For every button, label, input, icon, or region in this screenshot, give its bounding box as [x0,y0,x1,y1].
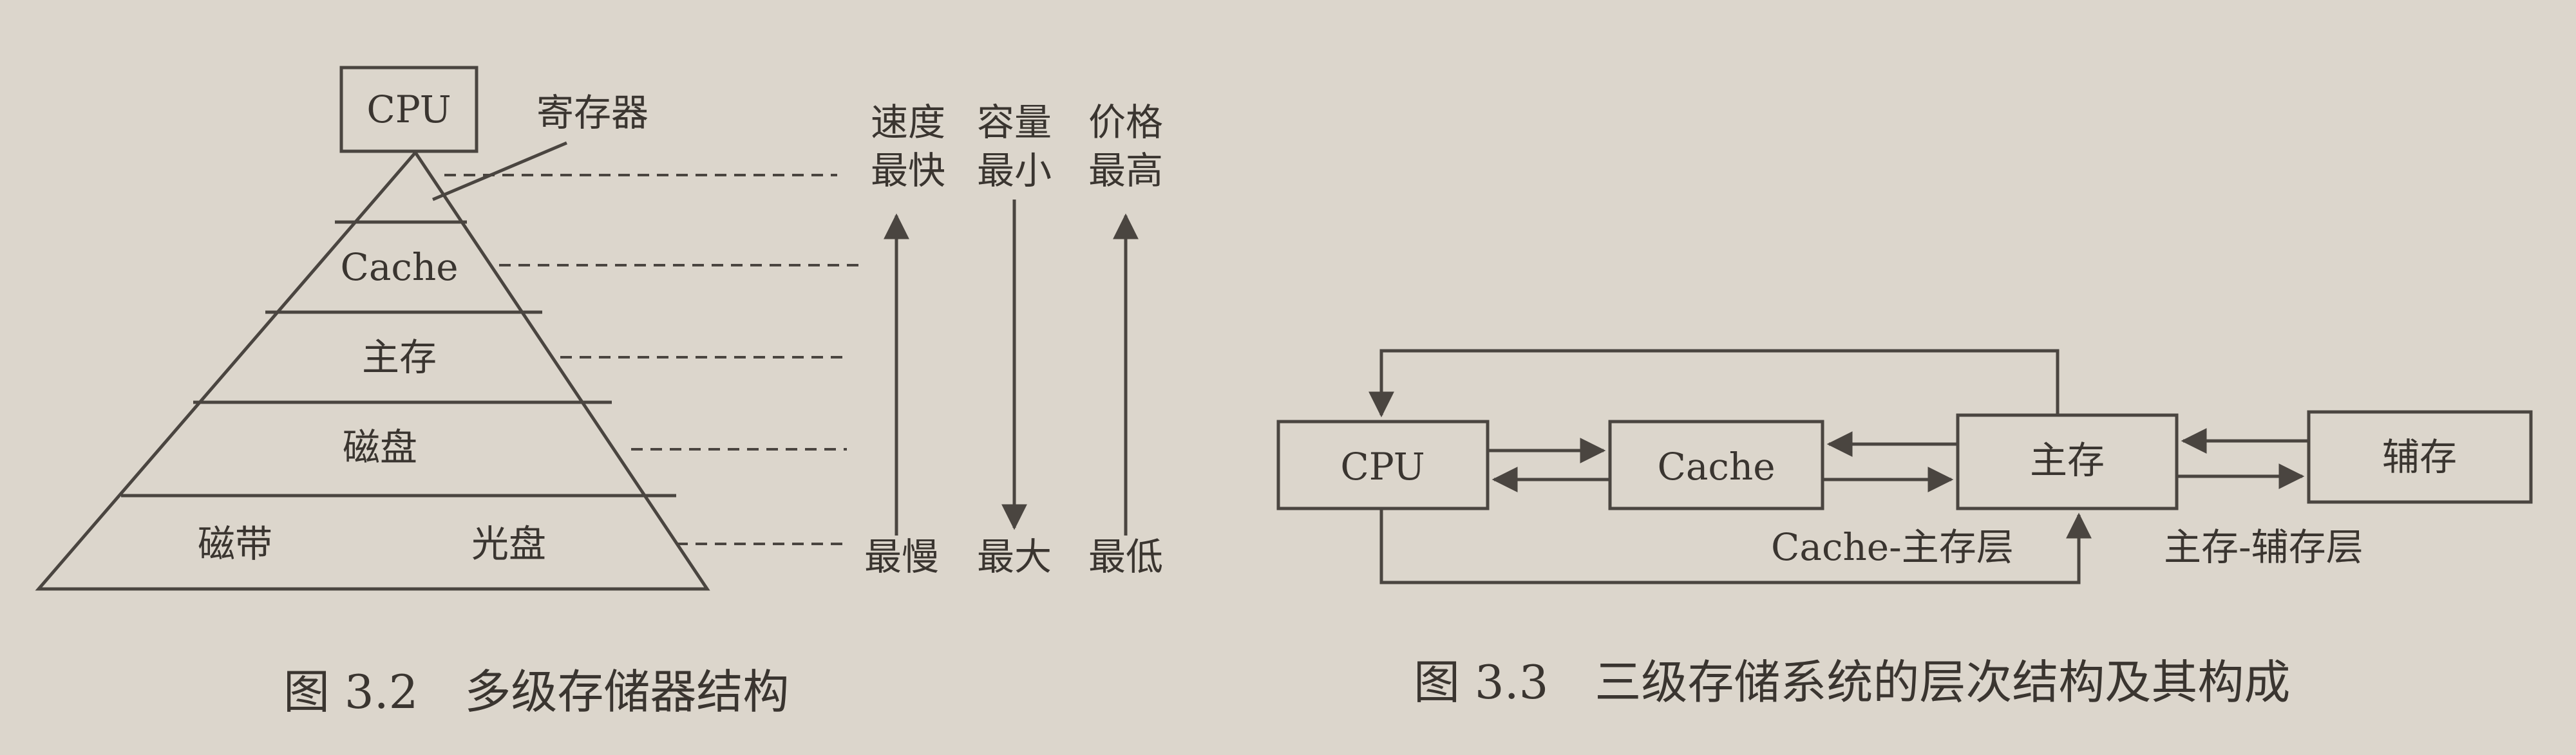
main-aux-layer-label: 主存-辅存层 [2164,525,2363,569]
pyramid-cpu-box [339,66,478,153]
capacity-bottom: 最大 [977,535,1052,579]
speed-top: 最快 [871,149,945,192]
speed-bottom: 最慢 [864,535,939,579]
capacity-top: 最小 [977,149,1052,192]
figure-3-3-caption: 图 3.3 三级存储系统的层次结构及其构成 [1414,655,2290,709]
price-title: 价格 [1088,100,1163,144]
aux-storage-box-label: 辅存 [2382,435,2457,479]
storage-system-diagram: CPU Cache 主存 辅存 Cache-主存层 主存-辅存层 图 3.3 三… [1276,349,2533,709]
aux-storage-box [2307,410,2533,504]
pyramid-cpu-label: CPU [366,88,451,131]
figure-3-2-caption: 图 3.2 多级存储器结构 [283,665,789,719]
main-memory-box-label: 主存 [2030,438,2105,482]
price-top: 最高 [1088,149,1163,192]
pyramid-outline [35,149,710,591]
cache-box [1608,420,1824,510]
cpu-to-main-bottom-path [1379,508,2092,584]
main-to-cpu-top-path [1368,349,2060,418]
register-label: 寄存器 [536,91,649,135]
main-memory-box [1956,413,2179,510]
register-pointer-line [432,141,567,201]
level-label-disk: 磁盘 [343,425,417,469]
cpu-box-label: CPU [1340,445,1425,489]
price-bottom: 最低 [1088,535,1163,579]
level-label-cache: Cache [340,245,458,289]
level-label-main-memory: 主存 [362,335,437,379]
level-label-tape: 磁带 [198,522,272,566]
level-label-optical-disc: 光盘 [471,522,546,566]
memory-pyramid-diagram: CPU 寄存器 Cache 主存 磁盘 磁带 光盘 速度 最快 最慢 容量 最小… [35,66,1163,719]
capacity-title: 容量 [977,100,1052,144]
cache-box-label: Cache [1657,445,1775,489]
speed-title: 速度 [871,100,945,144]
cache-main-layer-label: Cache-主存层 [1771,525,2014,569]
